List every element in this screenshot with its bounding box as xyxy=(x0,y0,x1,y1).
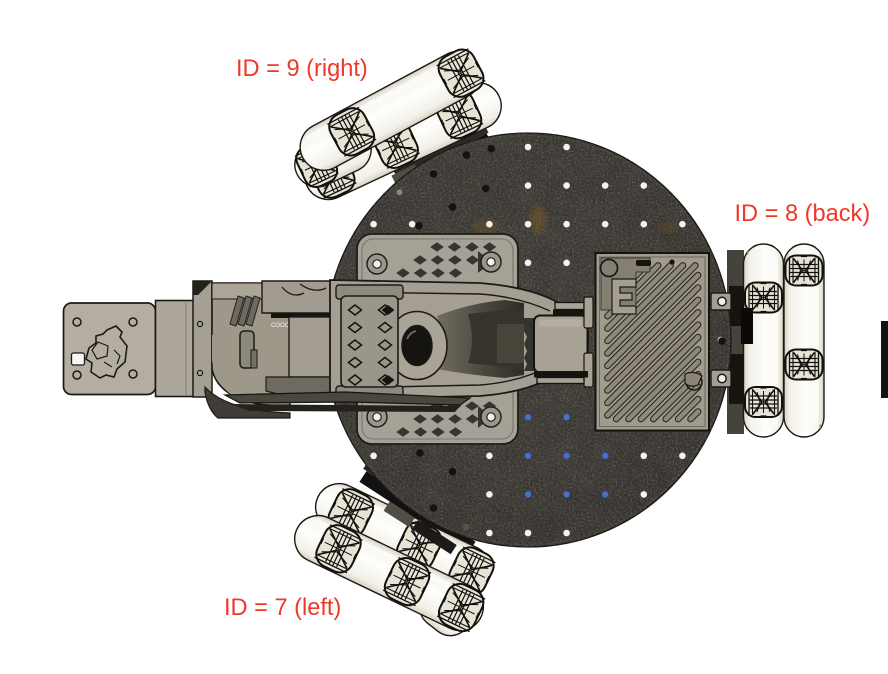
svg-text:ID = 7 (left): ID = 7 (left) xyxy=(224,595,341,621)
svg-text:ID = 9 (right): ID = 9 (right) xyxy=(236,56,368,82)
svg-text:COOC: COOC xyxy=(271,323,290,329)
svg-text:ID = 8 (back): ID = 8 (back) xyxy=(735,201,871,227)
